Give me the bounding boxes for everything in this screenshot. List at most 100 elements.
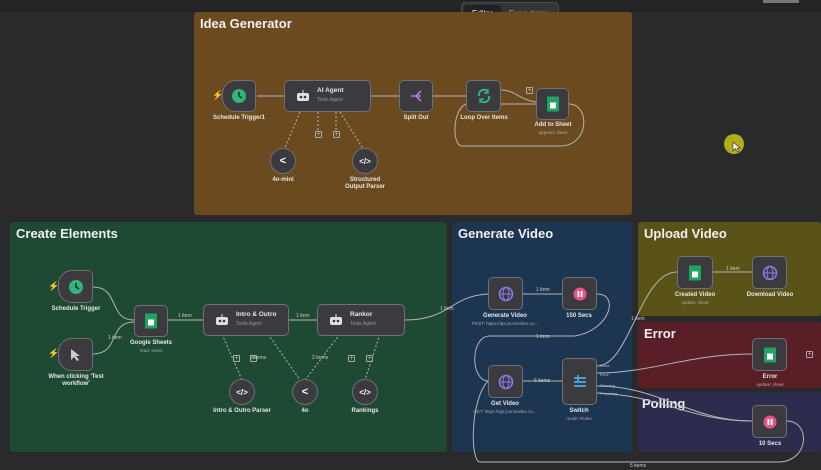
- node-label: Download Video: [746, 292, 794, 298]
- node-subtitle: Tools Agent: [317, 97, 343, 103]
- pause-icon: [573, 287, 587, 301]
- add-memory-plus-icon[interactable]: +: [250, 355, 257, 362]
- created-video-node[interactable]: [677, 256, 713, 289]
- edge-label: 1 item: [631, 316, 645, 322]
- node-subtitle: update: sheet: [756, 382, 784, 387]
- edge-label: 1 item: [726, 266, 740, 272]
- add-node-plus-icon[interactable]: +: [526, 87, 533, 94]
- edge-label: 1 item: [108, 335, 122, 341]
- globe-icon: [498, 374, 513, 389]
- edge-label: 5 items: [630, 463, 647, 469]
- wait-150-secs-node[interactable]: [562, 277, 597, 310]
- robot-icon: [215, 314, 229, 326]
- edge-label: 1 item: [296, 313, 310, 319]
- group-polling[interactable]: Polling: [638, 392, 821, 452]
- node-subtitle: POST: https://api.json2video.co...: [471, 321, 539, 326]
- switch-port-label: Preparing: [600, 391, 618, 396]
- edge-label: 1 item: [536, 334, 550, 340]
- group-create-elements[interactable]: Create Elements: [10, 222, 447, 452]
- switch-port-label: Running: [600, 383, 615, 388]
- google-sheets-icon: [763, 347, 776, 362]
- robot-icon: [296, 90, 310, 102]
- schedule-trigger1-node[interactable]: [222, 80, 256, 112]
- google-sheets-icon: [546, 96, 559, 112]
- intro-outro-parser-node[interactable]: </>: [229, 379, 255, 405]
- clock-icon: [68, 279, 84, 295]
- clock-icon: [231, 88, 247, 104]
- node-title: AI Agent: [317, 87, 344, 94]
- code-icon: </>: [359, 156, 371, 166]
- split-out-node[interactable]: [399, 80, 433, 112]
- add-tool-plus-icon[interactable]: +: [315, 131, 322, 138]
- intro-outro-agent-node[interactable]: Intro & Outro Tools Agent: [203, 304, 289, 336]
- code-icon: </>: [359, 387, 371, 397]
- trigger-bolt-icon: ⚡: [212, 90, 224, 100]
- openai-icon: <: [301, 386, 309, 398]
- switch-port-label: Done: [600, 363, 610, 368]
- add-node-plus-icon[interactable]: +: [806, 351, 813, 358]
- node-label: Get Video: [491, 401, 519, 407]
- top-right-control[interactable]: [763, 0, 799, 3]
- schedule-trigger-node[interactable]: [58, 270, 93, 303]
- node-label: 150 Secs: [566, 313, 592, 319]
- node-label: Google Sheets: [129, 340, 173, 346]
- node-title: Rankor: [350, 311, 373, 318]
- node-label: Rankings: [351, 408, 379, 414]
- node-subtitle: read: sheet: [139, 348, 163, 353]
- ai-agent-node[interactable]: AI Agent Tools Agent: [284, 80, 371, 112]
- download-video-node[interactable]: [752, 256, 787, 289]
- edge-label: 2 items: [250, 355, 267, 361]
- group-error[interactable]: Error: [638, 322, 821, 388]
- generate-video-node[interactable]: [488, 277, 523, 310]
- globe-icon: [762, 265, 777, 280]
- add-to-sheet-node[interactable]: [536, 88, 569, 120]
- mouse-pointer-icon: [732, 141, 741, 153]
- add-tool-plus-icon[interactable]: +: [348, 355, 355, 362]
- robot-icon: [329, 314, 343, 326]
- switch-node[interactable]: [562, 358, 597, 405]
- wait-10-secs-node[interactable]: [752, 405, 787, 438]
- group-title: Error: [644, 326, 676, 341]
- group-title: Upload Video: [644, 226, 727, 241]
- node-label: 4o: [301, 408, 309, 414]
- error-sheet-node[interactable]: [752, 338, 787, 371]
- rankor-agent-node[interactable]: Rankor Tools Agent: [317, 304, 405, 336]
- group-title: Polling: [642, 396, 686, 411]
- top-bar: [0, 0, 821, 12]
- code-icon: </>: [236, 387, 248, 397]
- node-label: Error: [762, 374, 778, 380]
- google-sheets-node[interactable]: [134, 305, 168, 337]
- edge-label: 5 items: [534, 378, 551, 384]
- model-4o-mini-node[interactable]: <: [270, 148, 296, 174]
- loop-over-items-node[interactable]: [466, 80, 501, 112]
- add-tool-plus-icon[interactable]: +: [233, 355, 240, 362]
- edge-label: 1 item: [536, 287, 550, 293]
- node-title: Intro & Outro: [236, 311, 277, 318]
- structured-output-parser-node[interactable]: </>: [352, 148, 378, 174]
- node-label: Intro & Outro Parser: [213, 408, 271, 414]
- pause-icon: [763, 415, 777, 429]
- globe-icon: [498, 286, 513, 301]
- group-title: Create Elements: [16, 226, 118, 241]
- test-workflow-trigger-node[interactable]: [58, 338, 93, 371]
- model-4o-node[interactable]: <: [292, 379, 318, 405]
- group-title: Generate Video: [458, 226, 554, 241]
- get-video-node[interactable]: [488, 365, 523, 398]
- add-memory-plus-icon[interactable]: +: [366, 355, 373, 362]
- split-icon: [409, 89, 423, 103]
- node-subtitle: update: sheet: [681, 300, 709, 305]
- node-label: Add to Sheet: [534, 122, 572, 128]
- trigger-bolt-icon: ⚡: [48, 281, 60, 291]
- switch-icon: [573, 374, 587, 389]
- trigger-bolt-icon: ⚡: [48, 348, 60, 358]
- node-label: Switch: [569, 408, 589, 414]
- node-label: Schedule Trigger: [51, 306, 101, 312]
- node-subtitle: Tools Agent: [350, 321, 376, 327]
- google-sheets-icon: [145, 313, 157, 329]
- add-memory-plus-icon[interactable]: +: [333, 131, 340, 138]
- node-label: 4o-mini: [272, 177, 294, 183]
- rankings-parser-node[interactable]: </>: [352, 379, 378, 405]
- edge-label: 1 item: [440, 306, 454, 312]
- loop-icon: [476, 88, 492, 104]
- node-label: Loop Over Items: [460, 115, 508, 121]
